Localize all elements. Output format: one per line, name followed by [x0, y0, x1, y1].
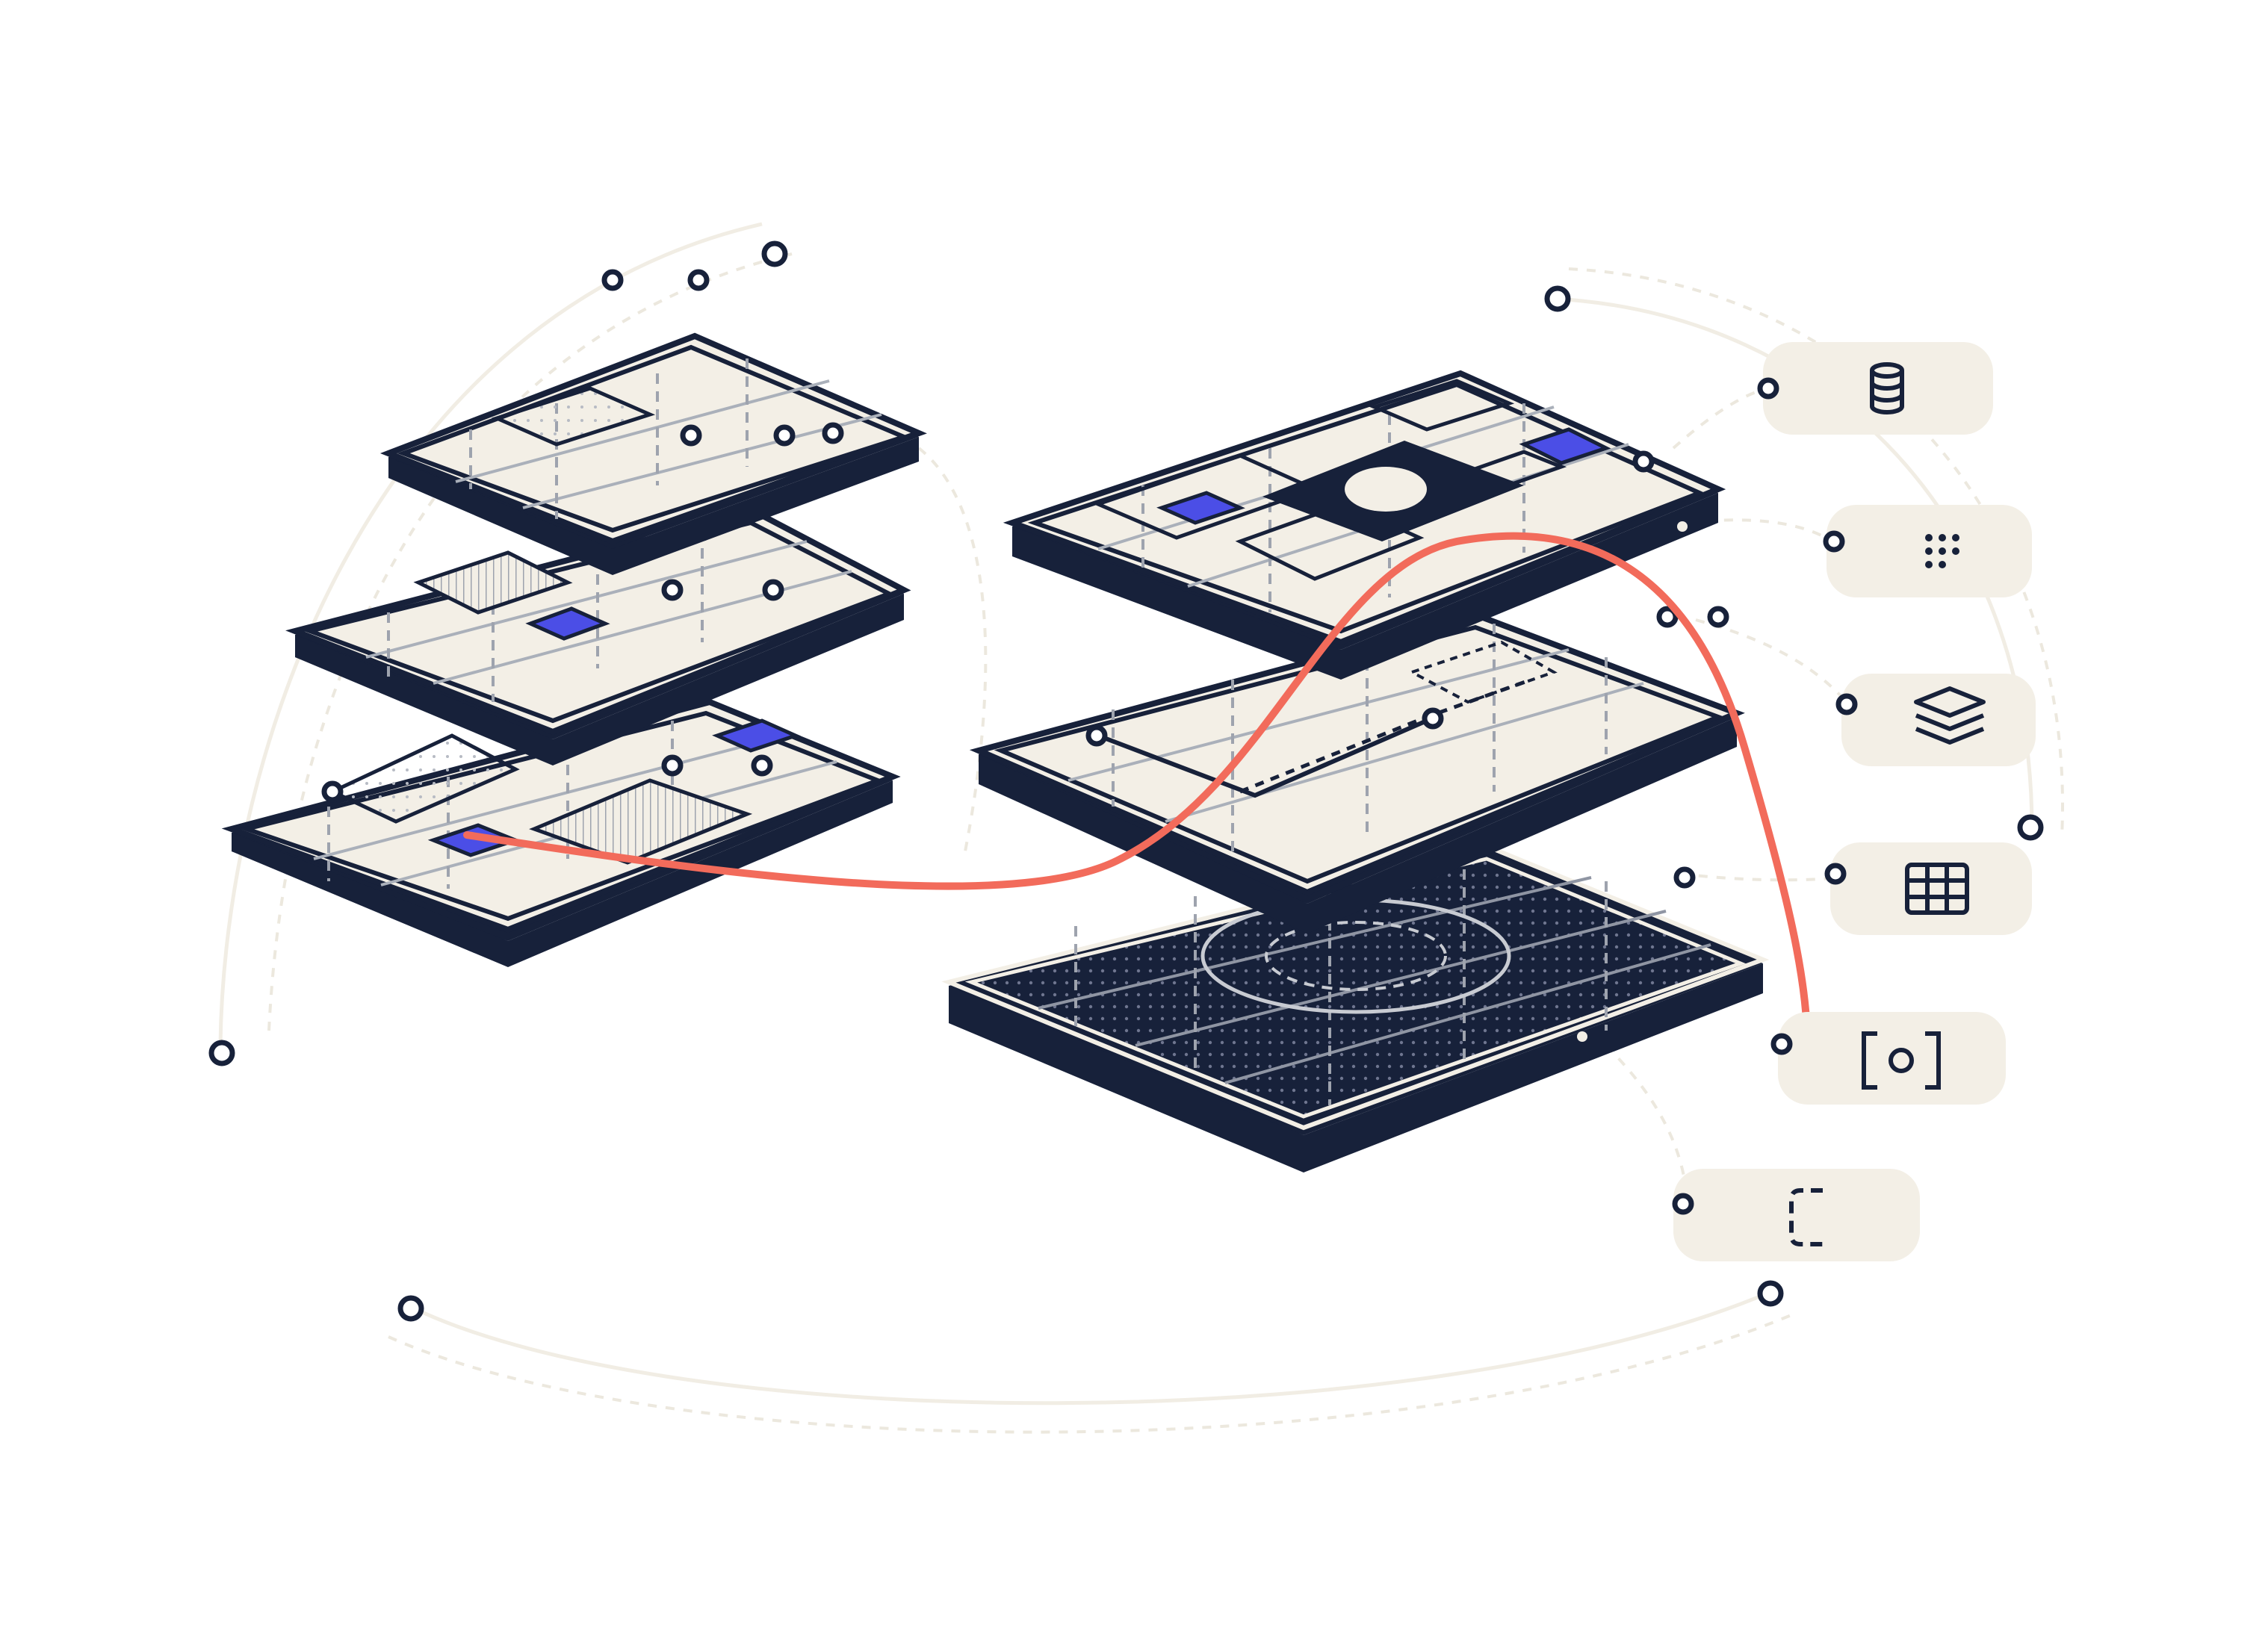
tool-pill-layers[interactable] — [1835, 674, 2036, 766]
connection-node — [1085, 724, 1108, 747]
data-flow-connector — [463, 532, 1812, 1060]
connection-node — [321, 780, 344, 803]
connection-node — [773, 424, 796, 447]
right-bottom-layer — [941, 845, 1770, 1173]
connection-node — [661, 579, 684, 601]
tool-pill-dashed-bracket[interactable] — [1672, 1169, 1920, 1261]
layers-icon — [1914, 686, 1986, 745]
connection-node — [1656, 606, 1679, 628]
focus-target-icon — [1862, 1031, 1941, 1090]
connection-node — [822, 422, 844, 444]
left-top-layer — [379, 332, 927, 575]
database-icon — [1870, 362, 1904, 414]
connection-node — [1632, 450, 1655, 473]
connection-node — [1707, 606, 1729, 628]
left-middle-layer — [285, 508, 911, 765]
tool-pill-dot-grid[interactable] — [1823, 505, 2032, 597]
floating-nodes — [208, 240, 2044, 1322]
tool-pill-database[interactable] — [1757, 342, 1993, 435]
dot-grid-icon — [1925, 534, 1959, 568]
connection-node — [762, 579, 784, 601]
table-grid-icon — [1905, 863, 1969, 915]
connection-node — [661, 754, 684, 777]
connection-node — [1673, 866, 1696, 889]
connection-node — [751, 754, 773, 777]
connection-node — [680, 424, 702, 447]
tool-pill-table-grid[interactable] — [1824, 842, 2032, 935]
tool-pill-focus-target[interactable] — [1770, 1012, 2006, 1105]
connection-node — [1422, 707, 1444, 730]
right-top-layer — [1003, 370, 1726, 680]
dashed-bracket-icon — [1789, 1188, 1823, 1246]
